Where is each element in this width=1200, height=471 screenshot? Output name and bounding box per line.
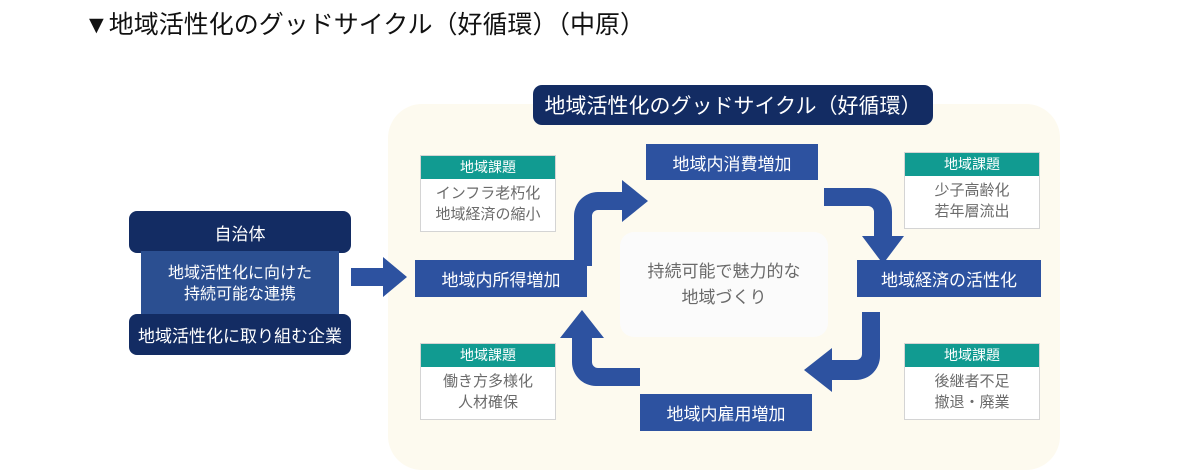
issue-card-bottom-left: 地域課題 働き方多様化 人材確保 <box>420 343 556 420</box>
curved-arrow-down-left-icon <box>804 312 880 392</box>
issue-card-body: 働き方多様化 人材確保 <box>421 367 555 419</box>
issue-line-1: 働き方多様化 <box>442 373 533 390</box>
issue-card-header: 地域課題 <box>905 344 1039 367</box>
issue-line-2: 撤退・廃業 <box>934 394 1010 411</box>
issue-card-top-right: 地域課題 少子高齢化 若年層流出 <box>904 152 1040 229</box>
issue-line-2: 人材確保 <box>457 394 518 411</box>
issue-card-body: インフラ老朽化 地域経済の縮小 <box>421 179 555 231</box>
issue-card-bottom-right: 地域課題 後継者不足 撤退・廃業 <box>904 343 1040 420</box>
issue-line-1: インフラ老朽化 <box>435 185 541 202</box>
curved-arrow-right-down-icon <box>824 188 904 264</box>
org-box-companies: 地域活性化に取り組む企業 <box>129 314 351 355</box>
cycle-box-employment: 地域内雇用増加 <box>640 394 812 431</box>
org-box-municipality: 自治体 <box>129 211 351 253</box>
cycle-box-income: 地域内所得増加 <box>415 260 587 297</box>
collaboration-line-2: 持続可能な連携 <box>183 286 296 303</box>
curved-arrow-left-up-icon <box>560 310 640 386</box>
issue-card-top-left: 地域課題 インフラ老朽化 地域経済の縮小 <box>420 155 556 232</box>
issue-line-1: 少子高齢化 <box>934 182 1010 199</box>
core-goal-line-1: 持続可能で魅力的な <box>647 261 801 281</box>
issue-card-header: 地域課題 <box>905 153 1039 176</box>
cycle-box-economy: 地域経済の活性化 <box>857 260 1041 297</box>
diagram-banner-title: 地域活性化のグッドサイクル（好循環） <box>533 85 933 125</box>
collaboration-line-1: 地域活性化に向けた <box>167 265 312 282</box>
issue-card-header: 地域課題 <box>421 344 555 367</box>
issue-line-1: 後継者不足 <box>934 373 1010 390</box>
block-arrow-right-icon <box>351 257 407 297</box>
issue-card-header: 地域課題 <box>421 156 555 179</box>
page-title: ▼地域活性化のグッドサイクル（好循環）（中原） <box>84 11 645 39</box>
issue-line-2: 地域経済の縮小 <box>435 206 541 223</box>
issue-card-body: 後継者不足 撤退・廃業 <box>905 367 1039 419</box>
collaboration-link-box: 地域活性化に向けた 持続可能な連携 <box>141 251 339 317</box>
issue-line-2: 若年層流出 <box>934 203 1010 220</box>
issue-card-body: 少子高齢化 若年層流出 <box>905 176 1039 228</box>
core-goal-box: 持続可能で魅力的な 地域づくり <box>620 232 828 337</box>
cycle-box-consumption: 地域内消費増加 <box>646 144 818 180</box>
core-goal-line-2: 地域づくり <box>681 287 767 307</box>
curved-arrow-up-right-icon <box>574 180 648 266</box>
